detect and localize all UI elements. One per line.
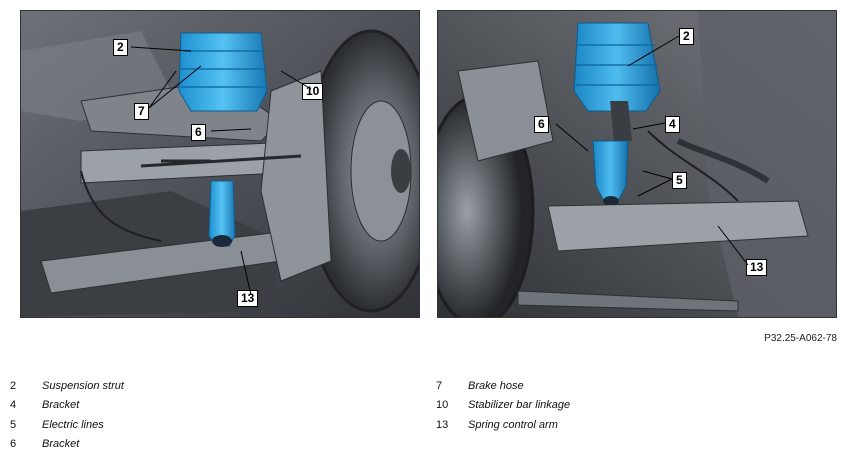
legend-number: 2 bbox=[10, 380, 17, 392]
legend-text: Brake hose bbox=[468, 380, 524, 392]
callout-10: 10 bbox=[302, 83, 324, 100]
right-illustration bbox=[438, 11, 836, 317]
callout-6: 6 bbox=[534, 116, 549, 133]
legend-number: 7 bbox=[436, 380, 443, 392]
legend-text: Electric lines bbox=[42, 418, 104, 431]
callout-13: 13 bbox=[237, 290, 259, 307]
callout-4: 4 bbox=[665, 116, 680, 133]
legend-text: Bracket bbox=[42, 399, 80, 412]
legend-number: 6 bbox=[10, 437, 17, 450]
photo-left: 2 7 6 10 13 bbox=[20, 10, 420, 318]
figure-reference: P32.25-A062-78 bbox=[764, 333, 837, 344]
legend-item: 13 Spring control arm bbox=[436, 419, 816, 438]
legend-item: 10 Stabilizer bar linkage bbox=[436, 399, 816, 418]
legend-item: 5 Electric lines bbox=[10, 419, 390, 438]
callout-5: 5 bbox=[672, 172, 687, 189]
callout-13: 13 bbox=[746, 259, 768, 276]
callout-2: 2 bbox=[679, 28, 694, 45]
photo-right: 2 4 6 5 13 bbox=[437, 10, 837, 318]
legend-item: 6 Bracket bbox=[10, 438, 390, 457]
legend-item: 2 Suspension strut bbox=[10, 380, 390, 399]
legend-number: 5 bbox=[10, 418, 17, 431]
legend-text: Suspension strut bbox=[42, 380, 124, 392]
legend-text: Stabilizer bar linkage bbox=[468, 399, 571, 412]
callout-6: 6 bbox=[191, 124, 206, 141]
legend-number: 10 bbox=[436, 399, 449, 412]
legend-left: 2 Suspension strut 4 Bracket 5 Electric … bbox=[10, 380, 390, 457]
legend-text: Spring control arm bbox=[468, 418, 558, 431]
legend-right: 7 Brake hose 10 Stabilizer bar linkage 1… bbox=[436, 380, 816, 438]
left-illustration bbox=[21, 11, 419, 317]
callout-2: 2 bbox=[113, 39, 128, 56]
callout-7: 7 bbox=[134, 103, 149, 120]
legend-text: Bracket bbox=[42, 437, 80, 450]
legend-item: 7 Brake hose bbox=[436, 380, 816, 399]
legend-number: 13 bbox=[436, 418, 449, 431]
legend-number: 4 bbox=[10, 399, 17, 412]
legend-item: 4 Bracket bbox=[10, 399, 390, 418]
